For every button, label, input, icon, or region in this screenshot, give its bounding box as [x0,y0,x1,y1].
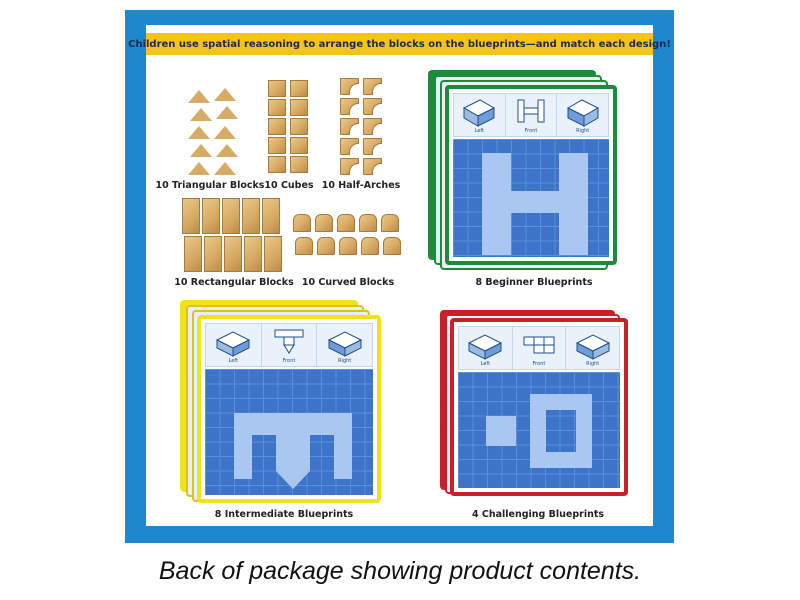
front-view-icon [517,99,545,123]
view-label-left: Left [480,361,491,367]
front-view: Front [505,94,558,136]
beginner-blueprints-label: 8 Beginner Blueprints [475,277,593,288]
rectangular-blocks-image [182,198,286,274]
view-label-left: Left [228,358,239,364]
beginner-blueprint-card: Left Front Right [445,85,617,265]
isometric-right-view-icon [327,331,362,357]
intermediate-blueprint-stack: Left Front Right [180,300,381,505]
view-label-right: Right [338,358,352,364]
view-strip: Left Front Right [458,326,620,370]
triangular-blocks-image [186,88,242,178]
right-view: Right [317,324,373,366]
beginner-blueprint-stack: Left Front Right [428,70,618,270]
isometric-left-view-icon [463,99,496,127]
challenging-blueprint-card: Left Front Right [450,318,628,496]
front-view: Front [512,327,567,369]
image-caption: Back of package showing product contents… [158,557,642,585]
blueprint-grid [205,369,373,495]
intermediate-blueprint-card: Left Front Right [197,315,381,503]
banner: Children use spatial reasoning to arrang… [128,33,671,55]
challenging-blueprint-stack: Left Front Right [440,310,630,500]
view-label-front: Front [524,128,538,134]
curved-blocks-image [293,214,403,258]
right-view: Right [557,94,609,136]
view-label-right: Right [586,361,600,367]
blueprint-grid [453,139,609,257]
left-view: Left [206,324,262,366]
isometric-left-view-icon [216,331,251,357]
challenging-blueprints-label: 4 Challenging Blueprints [471,509,605,520]
right-view: Right [566,327,620,369]
curved-blocks-label: 10 Curved Blocks [301,277,395,288]
half-arches-label: 10 Half-Arches [321,180,401,191]
front-view-icon [523,336,555,354]
rectangular-blocks-label: 10 Rectangular Blocks [174,277,294,288]
view-strip: Left Front Right [205,323,373,367]
triangular-blocks-label: 10 Triangular Blocks [155,180,265,191]
front-view: Front [261,324,318,366]
cubes-label: 10 Cubes [264,180,314,191]
isometric-right-view-icon [575,334,610,360]
cubes-image [268,80,310,176]
left-view: Left [454,94,506,136]
isometric-right-view-icon [566,99,599,127]
blueprint-grid [458,372,620,488]
half-arches-image [340,78,384,176]
view-label-front: Front [282,358,296,364]
front-view-icon [274,329,304,354]
intermediate-blueprints-label: 8 Intermediate Blueprints [214,509,354,520]
view-label-front: Front [532,361,546,367]
left-view: Left [459,327,513,369]
view-label-right: Right [576,128,590,134]
view-label-left: Left [474,128,485,134]
view-strip: Left Front Right [453,93,609,137]
isometric-left-view-icon [468,334,503,360]
